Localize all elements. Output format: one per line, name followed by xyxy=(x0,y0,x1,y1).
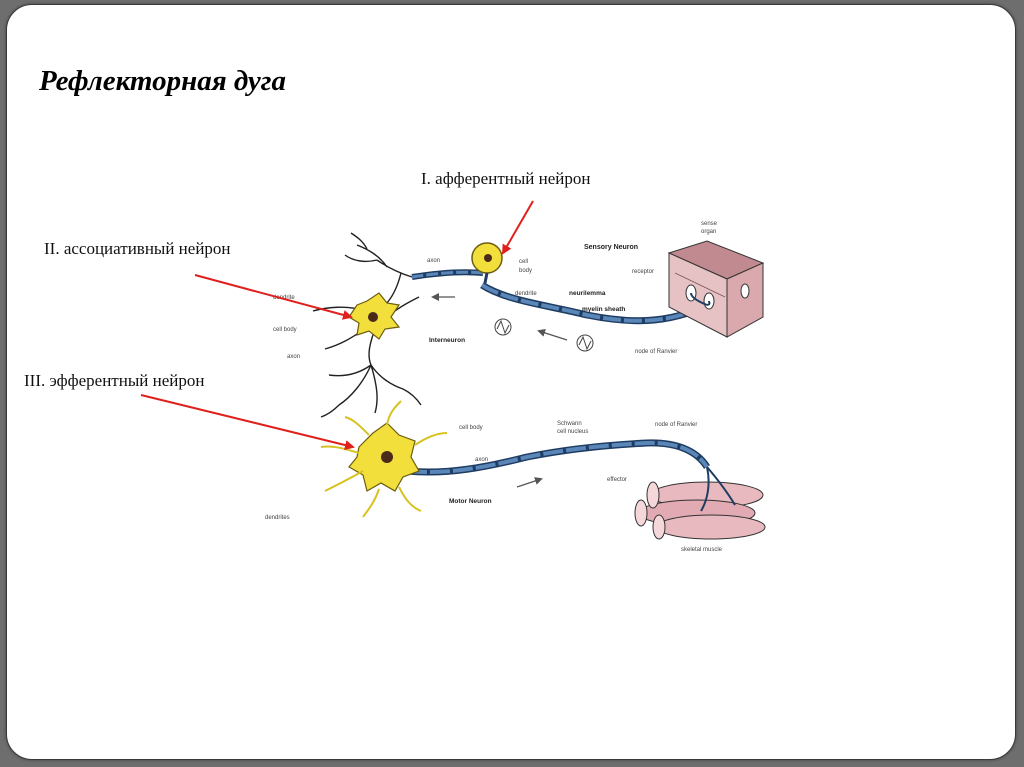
label-skeletal-muscle: skeletal muscle xyxy=(681,547,723,553)
motor-neuron: cell body Schwann cell nucleus node of R… xyxy=(265,400,766,553)
label-receptor: receptor xyxy=(632,269,654,275)
label-schwann-2: cell nucleus xyxy=(557,429,588,435)
label-cell-body-2: body xyxy=(519,268,532,274)
label-inter-cell-body: cell body xyxy=(273,327,297,333)
callout-arrows xyxy=(140,200,534,450)
label-motor-axon: axon xyxy=(475,457,488,463)
arrow-afferent xyxy=(502,200,534,255)
label-neurilemma: neurilemma xyxy=(569,290,606,297)
label-motor-cell-body: cell body xyxy=(459,425,483,431)
label-cell-body-1: cell xyxy=(519,259,528,265)
label-sensory-axon: axon xyxy=(427,258,440,264)
label-dendrites: dendrites xyxy=(265,515,290,521)
callout-associative: II. ассоциативный нейрон xyxy=(44,239,231,258)
callout-efferent: III. эфферентный нейрон xyxy=(24,371,205,390)
reflex-arc-diagram: Sensory Neuron axon cell body dendrite n… xyxy=(140,200,766,553)
sensory-neuron: Sensory Neuron axon cell body dendrite n… xyxy=(411,221,765,355)
slide: Рефлекторная дуга xyxy=(6,4,1016,760)
label-dendrite: dendrite xyxy=(515,291,537,297)
label-sense-1: sense xyxy=(701,221,718,227)
label-interneuron: Interneuron xyxy=(429,337,465,344)
label-sensory-neuron: Sensory Neuron xyxy=(584,244,638,251)
skin-receptor-block xyxy=(667,240,765,338)
label-node-ranvier-bottom: node of Ranvier xyxy=(655,422,697,428)
motor-axon xyxy=(406,439,710,476)
label-node-ranvier-top: node of Ranvier xyxy=(635,349,677,355)
label-effector: effector xyxy=(607,477,627,483)
slide-title: Рефлекторная дуга xyxy=(39,65,286,97)
arrow-associative xyxy=(194,274,353,320)
callout-afferent: I. афферентный нейрон xyxy=(421,169,591,188)
arrow-efferent xyxy=(140,394,355,450)
label-motor-neuron: Motor Neuron xyxy=(449,498,492,505)
label-inter-axon: axon xyxy=(287,354,300,360)
label-schwann-1: Schwann xyxy=(557,421,582,427)
label-myelin-sheath: myelin sheath xyxy=(582,306,625,313)
label-sense-2: organ xyxy=(701,229,716,235)
skeletal-muscle xyxy=(634,466,766,540)
